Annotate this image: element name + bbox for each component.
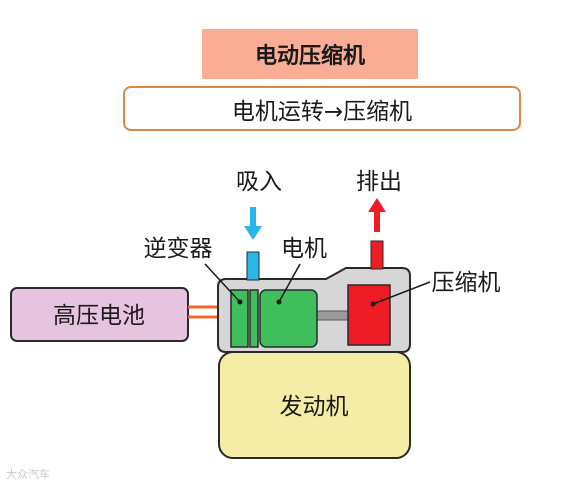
battery-block	[10, 287, 189, 342]
compressor-leader	[372, 281, 431, 305]
exhaust-pipe	[370, 240, 384, 270]
inverter-leader-dot	[237, 299, 243, 305]
motor-label: 电机	[281, 236, 327, 262]
intake-arrow-icon	[244, 207, 262, 240]
intake-label: 吸入	[236, 169, 282, 195]
motor-leader	[278, 263, 301, 303]
shaft	[315, 310, 351, 321]
battery-label: 高压电池	[53, 303, 145, 329]
inverter-plate	[249, 289, 259, 348]
exhaust-arrow-icon	[368, 198, 386, 232]
compressor-leader-dot	[370, 301, 376, 307]
inverter-leader	[204, 263, 241, 303]
compressor-block	[347, 284, 391, 346]
engine-label: 发动机	[280, 394, 349, 420]
diagram-subtitle: 电机运转→压缩机	[123, 86, 521, 131]
inverter-label: 逆变器	[144, 236, 213, 262]
diagram-title: 电动压缩机	[202, 29, 418, 79]
motor-leader-dot	[276, 299, 282, 305]
exhaust-label: 排出	[356, 169, 402, 195]
inverter-block	[230, 289, 249, 348]
compressor-label: 压缩机	[432, 270, 501, 296]
motor-block	[259, 289, 318, 348]
watermark: 大众汽车	[6, 468, 50, 481]
intake-pipe	[246, 251, 260, 281]
